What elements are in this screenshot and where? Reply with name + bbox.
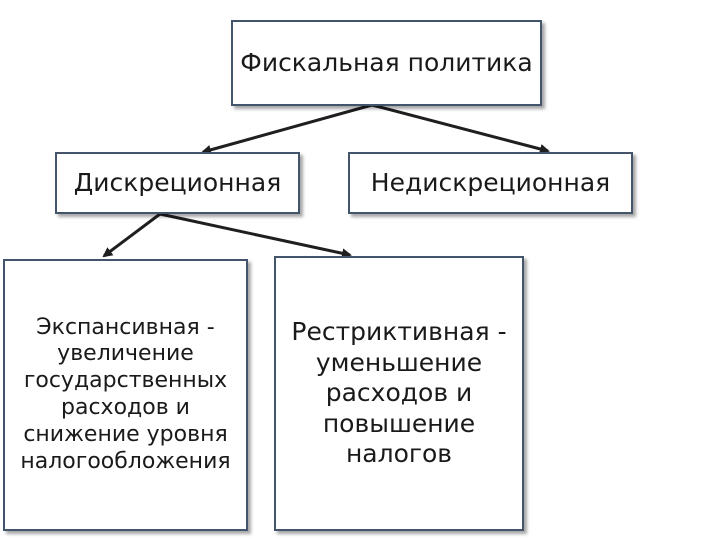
- node-discretionary-label: Дискреционная: [73, 167, 282, 197]
- node-restrictive: Рестриктивная - уменьшение расходов и по…: [274, 256, 524, 531]
- arrow-discretionary-to-restrictive: [159, 212, 352, 259]
- node-fiscal-policy-label: Фискальная политика: [240, 47, 533, 77]
- arrow-root-to-nondiscretionary: [371, 103, 550, 154]
- arrow-root-to-discretionary: [201, 103, 373, 155]
- node-expansionary: Экспансивная - увеличение государственны…: [3, 259, 248, 531]
- node-expansionary-label: Экспансивная - увеличение государственны…: [20, 314, 231, 474]
- node-fiscal-policy: Фискальная политика: [231, 20, 542, 106]
- node-restrictive-label: Рестриктивная - уменьшение расходов и по…: [291, 317, 507, 469]
- node-nondiscretionary-label: Недискреционная: [370, 167, 611, 197]
- arrow-discretionary-to-expansionary: [102, 212, 161, 258]
- node-nondiscretionary: Недискреционная: [348, 152, 633, 214]
- node-discretionary: Дискреционная: [55, 152, 300, 214]
